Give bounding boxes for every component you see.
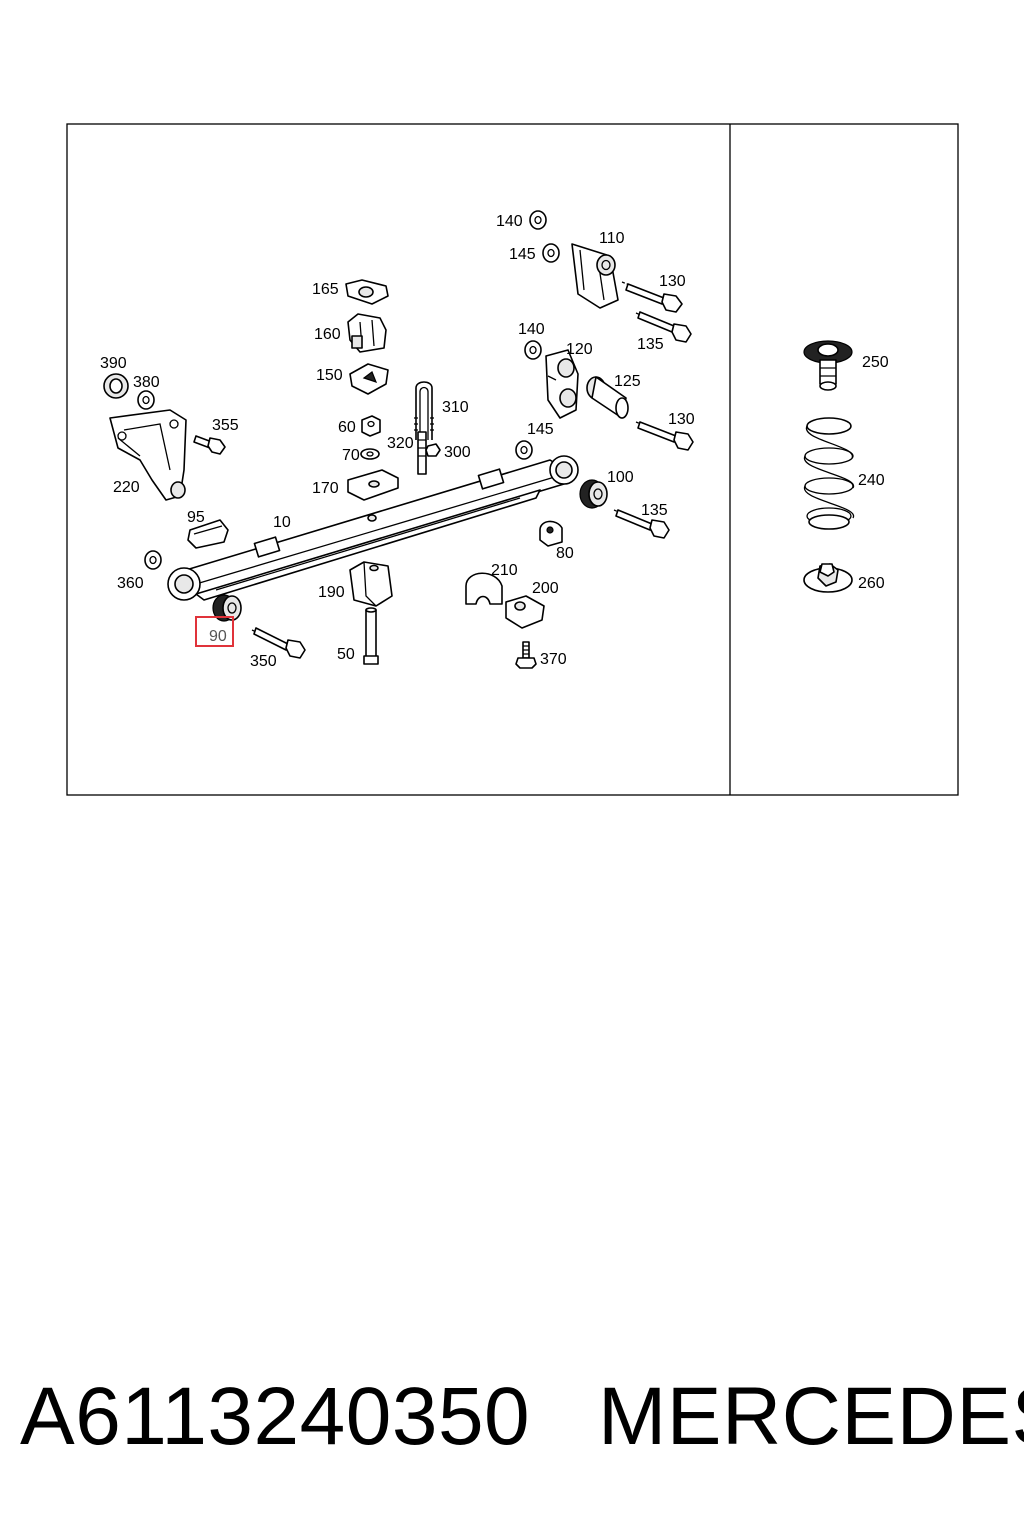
part-250-bump-stop — [803, 340, 853, 391]
part-100-bushing — [579, 479, 608, 509]
label-350: 350 — [250, 653, 277, 670]
label-360: 360 — [117, 575, 144, 592]
part-150-wedge — [349, 363, 389, 395]
label-120: 120 — [566, 341, 593, 358]
part-210-clamp — [465, 572, 503, 605]
part-number: A6113240350 — [20, 1371, 531, 1462]
label-220: 220 — [113, 479, 140, 496]
part-370-bolt — [515, 641, 537, 669]
label-130-mid: 130 — [668, 411, 695, 428]
label-160: 160 — [314, 326, 341, 343]
label-135-mid: 135 — [641, 502, 668, 519]
label-210: 210 — [491, 562, 518, 579]
part-145-washer-mid — [515, 440, 533, 460]
part-355-bolt — [193, 435, 226, 455]
label-250: 250 — [862, 354, 889, 371]
part-350-bolt — [251, 627, 306, 659]
part-135-bolt-mid — [613, 509, 670, 539]
part-200-clamp-block — [505, 595, 545, 629]
part-60-nut — [361, 415, 381, 437]
highlight-box-90[interactable] — [195, 616, 234, 647]
part-360-washer — [144, 550, 162, 570]
label-125: 125 — [614, 373, 641, 390]
label-320: 320 — [387, 435, 414, 452]
part-300-nut — [425, 443, 441, 457]
part-240-coil-spring — [804, 417, 854, 530]
part-125-bolt-bushing — [586, 376, 629, 419]
label-190: 190 — [318, 584, 345, 601]
label-100: 100 — [607, 469, 634, 486]
label-355: 355 — [212, 417, 239, 434]
label-370: 370 — [540, 651, 567, 668]
label-145-mid: 145 — [527, 421, 554, 438]
part-80-bump-stop — [539, 520, 563, 547]
label-390: 390 — [100, 355, 127, 372]
label-50: 50 — [337, 646, 355, 663]
label-240: 240 — [858, 472, 885, 489]
label-10: 10 — [273, 514, 291, 531]
part-140-washer-mid — [524, 340, 542, 360]
part-120-shackle — [545, 349, 579, 419]
label-150: 150 — [316, 367, 343, 384]
part-50-pin — [363, 607, 379, 665]
part-70-washer — [360, 448, 380, 460]
caption: A6113240350 MERCEDES — [0, 1362, 1024, 1472]
part-145-washer-top — [542, 243, 560, 263]
label-135-top: 135 — [637, 336, 664, 353]
part-130-bolt-top — [621, 281, 683, 313]
label-60: 60 — [338, 419, 356, 436]
part-10-leaf-spring — [185, 459, 567, 601]
label-90[interactable]: 90 — [209, 628, 227, 645]
label-260: 260 — [858, 575, 885, 592]
part-380-washer — [137, 390, 155, 410]
part-320-stud — [417, 431, 427, 475]
label-140-mid: 140 — [518, 321, 545, 338]
label-70: 70 — [342, 447, 360, 464]
part-95-pad — [187, 519, 229, 549]
part-190-spacer — [349, 561, 393, 607]
label-300: 300 — [444, 444, 471, 461]
label-145-top: 145 — [509, 246, 536, 263]
part-160-pad — [347, 313, 387, 353]
part-170-plate — [347, 469, 399, 501]
part-90-bushing — [212, 594, 242, 622]
part-165-pad — [345, 279, 389, 305]
label-380: 380 — [133, 374, 160, 391]
label-310: 310 — [442, 399, 469, 416]
part-310-u-bolt — [414, 381, 434, 440]
part-135-bolt-top — [635, 311, 692, 343]
label-80: 80 — [556, 545, 574, 562]
part-390-bushing — [103, 373, 129, 399]
label-200: 200 — [532, 580, 559, 597]
label-95: 95 — [187, 509, 205, 526]
diagram-frame — [66, 123, 959, 796]
part-220-hanger — [109, 409, 187, 501]
part-130-bolt-mid — [635, 421, 694, 451]
label-165: 165 — [312, 281, 339, 298]
label-140-top: 140 — [496, 213, 523, 230]
label-130-top: 130 — [659, 273, 686, 290]
part-spring-eye-front — [167, 567, 201, 601]
part-spring-eye-rear — [549, 455, 579, 485]
part-110-bracket — [571, 243, 619, 309]
label-170: 170 — [312, 480, 339, 497]
part-260-seat — [803, 563, 853, 593]
label-110: 110 — [599, 230, 625, 247]
brand-name: MERCEDES — [598, 1371, 1024, 1462]
part-140-washer-top — [529, 210, 547, 230]
